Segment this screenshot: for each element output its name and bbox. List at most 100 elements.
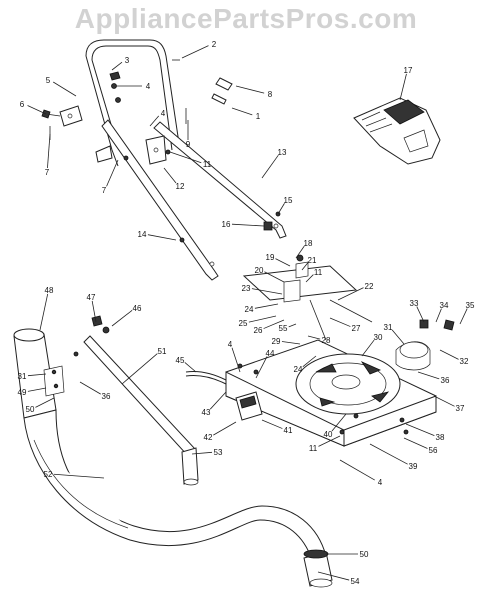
part-number-c2: 2 bbox=[212, 40, 217, 49]
part-number-c11a: 11 bbox=[203, 160, 212, 169]
part-number-c48: 48 bbox=[45, 286, 54, 295]
part-number-c35: 35 bbox=[466, 301, 475, 310]
part-number-c46: 46 bbox=[133, 304, 142, 313]
part-number-c25: 25 bbox=[239, 319, 248, 328]
part-number-c55: 55 bbox=[279, 324, 288, 333]
leader-line-c21 bbox=[301, 262, 309, 271]
part-number-c31b: 31 bbox=[18, 372, 27, 381]
leader-line-c16 bbox=[231, 223, 265, 227]
leader-line-c12 bbox=[163, 167, 177, 184]
leader-line-c40 bbox=[331, 413, 347, 432]
leader-line-c42 bbox=[213, 421, 237, 436]
leader-line-c47 bbox=[91, 300, 97, 323]
part-number-c42: 42 bbox=[204, 433, 213, 442]
part-number-c8: 8 bbox=[268, 90, 273, 99]
deck-side-bracket bbox=[185, 363, 263, 421]
blower-deck bbox=[225, 319, 455, 447]
leader-line-c3 bbox=[111, 61, 123, 71]
part-number-c52: 52 bbox=[44, 470, 53, 479]
leader-line-c34 bbox=[435, 308, 442, 323]
part-number-c9: 9 bbox=[186, 140, 191, 149]
part-number-c50a: 50 bbox=[26, 405, 35, 414]
connector-tube bbox=[73, 315, 199, 486]
part-number-c22: 22 bbox=[365, 282, 374, 291]
leader-line-c26 bbox=[263, 319, 285, 329]
part-number-c5: 5 bbox=[46, 76, 51, 85]
upper-handle bbox=[85, 39, 181, 167]
part-number-c39: 39 bbox=[409, 462, 418, 471]
part-number-c21: 21 bbox=[308, 256, 317, 265]
leader-line-c31a bbox=[391, 329, 405, 345]
hose-end bbox=[303, 549, 333, 588]
part-number-c17: 17 bbox=[404, 66, 413, 75]
part-number-c3: 3 bbox=[125, 56, 130, 65]
leader-line-c4d bbox=[231, 347, 241, 373]
part-number-c24a: 24 bbox=[245, 305, 254, 314]
leader-line-c11b bbox=[305, 274, 314, 283]
leader-line-c30 bbox=[361, 339, 375, 357]
part-number-c26: 26 bbox=[254, 326, 263, 335]
part-number-c12: 12 bbox=[176, 182, 185, 191]
leader-line-c43 bbox=[209, 391, 227, 410]
watermark-text: AppliancePartsPros.com bbox=[75, 3, 417, 34]
engine-cover bbox=[353, 97, 441, 165]
leader-line-c32 bbox=[439, 349, 459, 360]
leader-line-c6 bbox=[27, 105, 47, 115]
part-number-c53: 53 bbox=[214, 448, 223, 457]
leader-line-c28 bbox=[307, 335, 321, 340]
part-number-c1: 1 bbox=[256, 112, 261, 121]
part-number-c14: 14 bbox=[138, 230, 147, 239]
leader-line-c15 bbox=[277, 203, 285, 215]
leader-line-c27 bbox=[329, 317, 351, 327]
part-number-c54: 54 bbox=[351, 577, 360, 586]
leader-line-c36b bbox=[79, 381, 101, 395]
part-number-c43: 43 bbox=[202, 408, 211, 417]
leader-line-c46 bbox=[111, 310, 133, 327]
part-number-c11b: 11 bbox=[314, 268, 323, 277]
leader-line-c11c bbox=[318, 435, 341, 447]
part-number-c4c: 4 bbox=[378, 478, 383, 487]
leader-line-c38a bbox=[405, 423, 435, 436]
lower-handle-left bbox=[101, 119, 219, 281]
leader-line-c49 bbox=[27, 387, 47, 392]
leader-line-c48 bbox=[39, 293, 49, 331]
leader-line-c56 bbox=[403, 437, 428, 449]
part-number-c23: 23 bbox=[242, 284, 251, 293]
part-number-c51: 51 bbox=[158, 347, 167, 356]
callout-labels: 1234567894711121314151617181920211122232… bbox=[18, 40, 475, 586]
leader-line-c13 bbox=[261, 154, 279, 179]
leader-line-c31b bbox=[27, 373, 47, 377]
part-number-c4d: 4 bbox=[228, 340, 233, 349]
part-number-c28: 28 bbox=[322, 336, 331, 345]
leader-line-c25 bbox=[248, 315, 277, 323]
part-number-c37: 37 bbox=[456, 404, 465, 413]
handle-bracket-left bbox=[41, 105, 83, 140]
part-number-c6: 6 bbox=[20, 100, 25, 109]
leader-line-c2 bbox=[181, 45, 209, 59]
callout-leaders bbox=[27, 45, 468, 581]
leader-line-c44 bbox=[255, 356, 268, 379]
part-number-c11c: 11 bbox=[309, 444, 318, 453]
part-number-c44: 44 bbox=[266, 349, 275, 358]
leader-line-c54 bbox=[317, 571, 350, 581]
leader-line-c17 bbox=[399, 73, 407, 101]
intake-tube bbox=[13, 328, 65, 419]
leader-line-c18 bbox=[295, 245, 305, 259]
part-number-c41: 41 bbox=[284, 426, 293, 435]
leader-line-c36a bbox=[417, 371, 440, 380]
engine-mount-plate bbox=[242, 254, 373, 341]
leader-line-c7a bbox=[47, 133, 51, 169]
part-number-c7a: 7 bbox=[45, 168, 50, 177]
part-number-c13: 13 bbox=[278, 148, 287, 157]
part-number-c30: 30 bbox=[374, 333, 383, 342]
part-number-c34: 34 bbox=[440, 301, 449, 310]
part-number-c36b: 36 bbox=[102, 392, 111, 401]
leader-line-c53 bbox=[191, 451, 213, 455]
part-number-c19: 19 bbox=[266, 253, 275, 262]
leader-line-c41 bbox=[261, 419, 283, 429]
part-number-c56: 56 bbox=[429, 446, 438, 455]
leader-line-c4b bbox=[149, 115, 160, 127]
leader-line-c22 bbox=[337, 287, 364, 301]
leader-line-c51 bbox=[121, 353, 158, 385]
part-number-c33: 33 bbox=[410, 299, 419, 308]
